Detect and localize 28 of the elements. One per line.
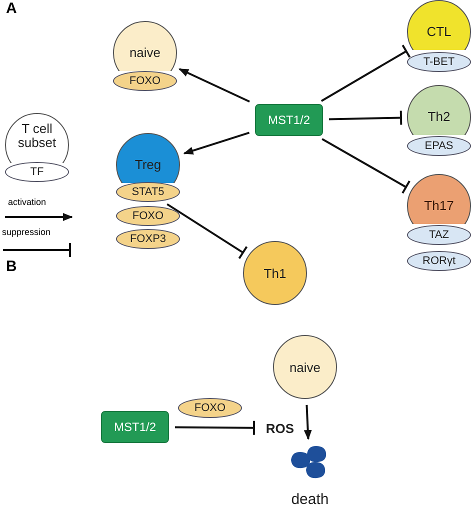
arrow — [304, 404, 312, 440]
factor-ellipse: RORγt — [407, 251, 471, 271]
factor-ellipse: FOXP3 — [116, 229, 180, 249]
legend-text: activation — [8, 197, 46, 207]
factor-ellipse: TAZ — [407, 225, 471, 245]
inhibition-line — [328, 110, 402, 126]
arrow — [183, 132, 250, 155]
inhibition-line — [322, 138, 411, 194]
cell-circle: naive — [273, 335, 337, 399]
kinase-box: MST1/2 — [255, 104, 323, 136]
inhibition-line — [320, 44, 411, 102]
factor-ellipse: TF — [5, 162, 69, 182]
kinase-box: MST1/2 — [101, 411, 169, 443]
factor-ellipse: STAT5 — [116, 182, 180, 202]
panel-label: B — [6, 258, 17, 275]
factor-ellipse: T-BET — [407, 52, 471, 72]
cell-fate-label: death — [291, 491, 329, 508]
factor-ellipse: FOXO — [113, 71, 177, 91]
molecule-label: ROS — [260, 419, 300, 437]
panel-label: A — [6, 0, 17, 17]
cell-circle: Th1 — [243, 241, 307, 305]
arrow — [178, 68, 250, 103]
inhibition-line — [175, 420, 256, 436]
factor-ellipse: FOXO — [116, 206, 180, 226]
legend-text: suppression — [2, 227, 51, 237]
factor-ellipse: EPAS — [407, 136, 471, 156]
factor-ellipse: FOXO — [178, 398, 242, 418]
inhibition-line — [166, 203, 248, 260]
